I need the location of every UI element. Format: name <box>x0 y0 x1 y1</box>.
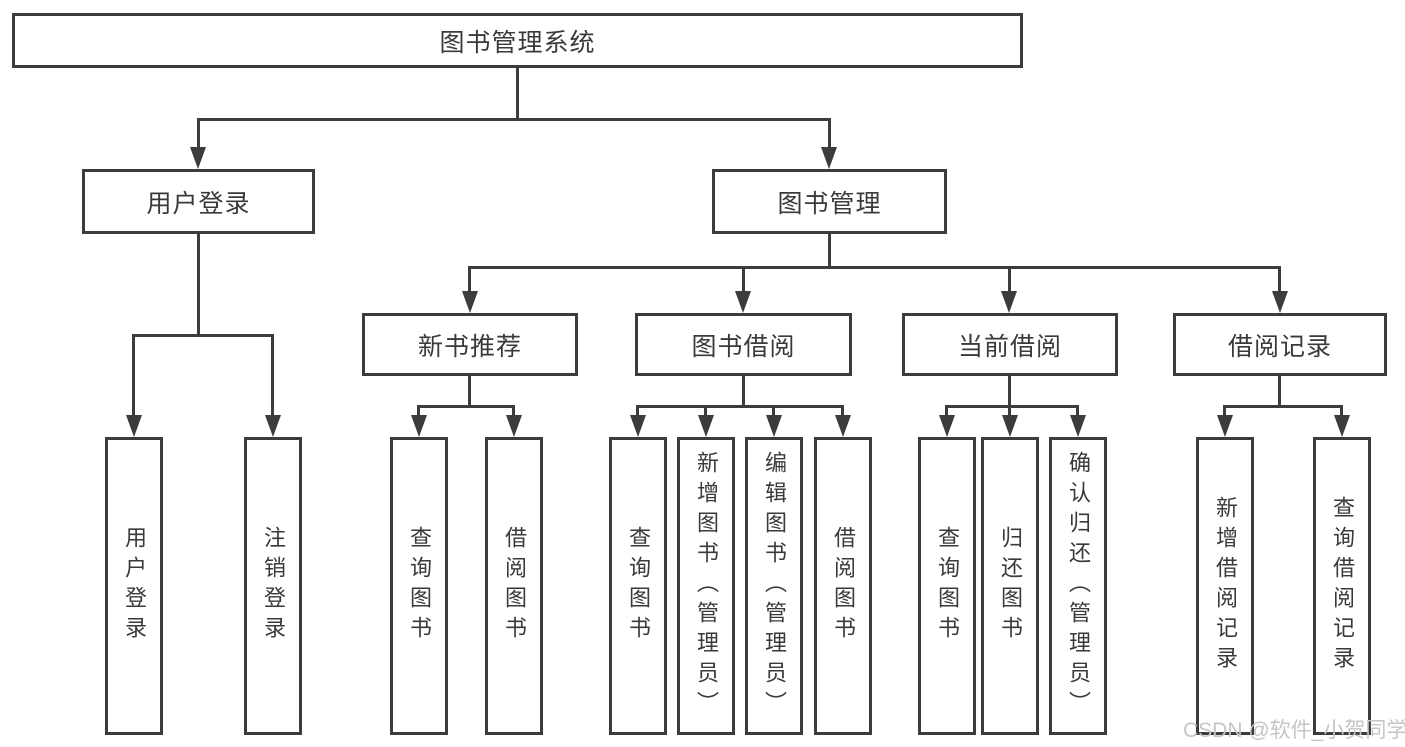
connector-line <box>1008 375 1011 408</box>
down-arrow-icon <box>1070 415 1086 437</box>
node-library-system-label: 图书管理系统 <box>439 28 596 57</box>
connector-line <box>197 118 200 150</box>
connector-line <box>636 405 639 419</box>
down-arrow-icon <box>698 415 714 437</box>
down-arrow-icon <box>735 291 751 313</box>
down-arrow-icon <box>1001 291 1017 313</box>
connector-line <box>1278 375 1281 408</box>
connector-line <box>1008 266 1011 295</box>
down-arrow-icon <box>462 291 478 313</box>
connector-line <box>197 233 200 337</box>
connector-line <box>468 375 471 408</box>
leaf-borrow-books-recommend-label: 借阅图书 <box>502 526 527 646</box>
node-new-book-recommendation: 新书推荐 <box>362 313 578 376</box>
leaf-logout: 注销登录 <box>244 437 302 735</box>
connector-line <box>1076 405 1079 419</box>
connector-line <box>742 266 745 295</box>
connector-line <box>1278 266 1281 295</box>
watermark: CSDN @软件_小贺同学 <box>1183 719 1405 742</box>
connector-line <box>417 405 515 408</box>
connector-line <box>132 334 135 417</box>
node-current-borrowing-label: 当前借阅 <box>957 332 1062 361</box>
connector-line <box>516 66 519 121</box>
leaf-user-login-label: 用户登录 <box>122 526 147 646</box>
down-arrow-icon <box>190 147 206 169</box>
down-arrow-icon <box>1334 415 1350 437</box>
leaf-query-books-borrowing: 查询图书 <box>609 437 667 735</box>
down-arrow-icon <box>126 415 142 437</box>
node-borrowing-records-label: 借阅记录 <box>1227 332 1332 361</box>
leaf-borrow-books-borrowing: 借阅图书 <box>814 437 872 735</box>
connector-line <box>636 405 844 408</box>
node-user-login: 用户登录 <box>82 169 315 234</box>
connector-line <box>512 405 515 419</box>
connector-line <box>841 405 844 419</box>
connector-line <box>417 405 420 419</box>
connector-line <box>468 266 471 295</box>
leaf-add-borrow-record: 新增借阅记录 <box>1196 437 1254 735</box>
connector-line <box>468 266 1281 269</box>
connector-line <box>1340 405 1343 419</box>
node-user-login-label: 用户登录 <box>146 189 251 218</box>
connector-line <box>197 118 831 121</box>
leaf-confirm-return-admin-label: 确认归还（管理员） <box>1066 451 1091 721</box>
connector-line <box>704 405 707 419</box>
leaf-edit-book-admin: 编辑图书（管理员） <box>745 437 803 735</box>
leaf-edit-book-admin-label: 编辑图书（管理员） <box>762 451 787 721</box>
leaf-add-borrow-record-label: 新增借阅记录 <box>1213 496 1238 676</box>
connector-line <box>828 118 831 150</box>
leaf-borrow-books-borrowing-label: 借阅图书 <box>831 526 856 646</box>
leaf-user-login: 用户登录 <box>105 437 163 735</box>
node-book-management-label: 图书管理 <box>777 189 882 218</box>
node-book-management: 图书管理 <box>712 169 947 234</box>
leaf-add-book-admin: 新增图书（管理员） <box>677 437 735 735</box>
leaf-add-book-admin-label: 新增图书（管理员） <box>694 451 719 721</box>
connector-line <box>742 375 745 408</box>
connector-line <box>772 405 775 419</box>
connector-line <box>1223 405 1343 408</box>
down-arrow-icon <box>766 415 782 437</box>
down-arrow-icon <box>1217 415 1233 437</box>
connector-line <box>828 232 831 269</box>
leaf-query-books-current: 查询图书 <box>918 437 976 735</box>
leaf-query-borrow-record-label: 查询借阅记录 <box>1330 496 1355 676</box>
leaf-query-books-recommend: 查询图书 <box>390 437 448 735</box>
connector-line <box>132 334 274 337</box>
connector-line <box>945 405 1079 408</box>
leaf-return-book: 归还图书 <box>981 437 1039 735</box>
leaf-return-book-label: 归还图书 <box>998 526 1023 646</box>
node-book-borrowing-label: 图书借阅 <box>691 332 796 361</box>
down-arrow-icon <box>835 415 851 437</box>
leaf-query-books-borrowing-label: 查询图书 <box>626 526 651 646</box>
node-book-borrowing: 图书借阅 <box>635 313 852 376</box>
down-arrow-icon <box>1002 415 1018 437</box>
connector-line <box>1008 405 1011 419</box>
node-library-system: 图书管理系统 <box>12 13 1023 68</box>
down-arrow-icon <box>630 415 646 437</box>
node-current-borrowing: 当前借阅 <box>902 313 1118 376</box>
down-arrow-icon <box>1272 291 1288 313</box>
down-arrow-icon <box>411 415 427 437</box>
down-arrow-icon <box>939 415 955 437</box>
down-arrow-icon <box>821 147 837 169</box>
leaf-logout-label: 注销登录 <box>261 526 286 646</box>
leaf-borrow-books-recommend: 借阅图书 <box>485 437 543 735</box>
leaf-query-books-recommend-label: 查询图书 <box>407 526 432 646</box>
node-new-book-recommendation-label: 新书推荐 <box>417 332 522 361</box>
connector-line <box>945 405 948 419</box>
connector-line <box>1223 405 1226 419</box>
leaf-query-books-current-label: 查询图书 <box>935 526 960 646</box>
connector-line <box>271 334 274 417</box>
down-arrow-icon <box>506 415 522 437</box>
leaf-query-borrow-record: 查询借阅记录 <box>1313 437 1371 735</box>
leaf-confirm-return-admin: 确认归还（管理员） <box>1049 437 1107 735</box>
down-arrow-icon <box>265 415 281 437</box>
node-borrowing-records: 借阅记录 <box>1173 313 1387 376</box>
